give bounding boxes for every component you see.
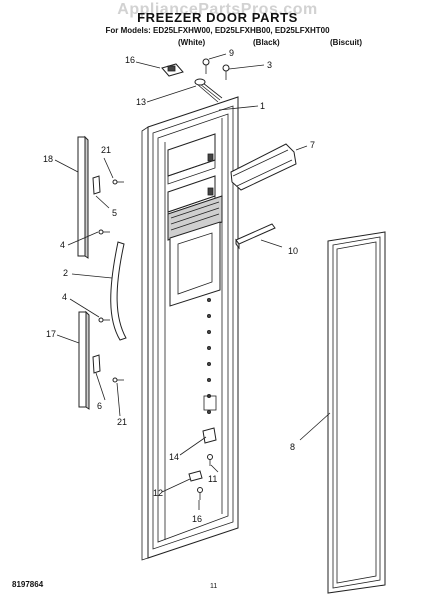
color-label-white: (White) <box>178 38 206 47</box>
callout-3: 3 <box>267 60 272 70</box>
dispenser-recess <box>167 195 223 307</box>
callout-4a: 4 <box>60 240 65 250</box>
callout-6: 7 <box>310 140 315 150</box>
callout-21a: 21 <box>101 145 111 155</box>
watermark: AppliancePartsPros.com <box>117 1 318 18</box>
left-handle-parts <box>77 135 127 410</box>
callout-16: 16 <box>125 55 135 65</box>
callout-9: 10 <box>288 246 298 256</box>
callout-12: 14 <box>169 452 179 462</box>
callout-21b: 21 <box>117 417 127 427</box>
callout-7: 9 <box>229 48 234 58</box>
callout-2: 2 <box>63 268 68 278</box>
color-label-biscuit: (Biscuit) <box>330 38 362 47</box>
doc-number: 8197864 <box>12 580 44 589</box>
page-number: 11 <box>210 583 218 590</box>
page-title: FREEZER DOOR PARTS <box>137 10 298 25</box>
callout-18: 18 <box>43 154 53 164</box>
callout-1: 1 <box>260 101 265 111</box>
callout-13: 16 <box>192 514 202 524</box>
door-shelves <box>167 133 216 221</box>
callout-8: 8 <box>290 442 295 452</box>
callout-5a: 5 <box>112 208 117 218</box>
door-hole-pattern <box>203 297 217 414</box>
leader-lines <box>54 53 331 510</box>
bottom-hinge-parts <box>188 427 217 500</box>
callout-17: 17 <box>46 329 56 339</box>
trim-bar <box>235 223 276 250</box>
callout-5b: 6 <box>97 401 102 411</box>
callout-10: 11 <box>208 474 217 484</box>
callouts: 16 9 3 13 1 7 18 21 5 4 10 2 4 17 6 21 8… <box>43 48 315 524</box>
door-bin <box>230 143 297 191</box>
color-label-black: (Black) <box>253 38 280 47</box>
callout-14: 12 <box>153 488 163 498</box>
door-gasket <box>327 231 386 594</box>
model-list: For Models: ED25LFXHW00, ED25LFXHB00, ED… <box>105 26 330 35</box>
callout-4b: 4 <box>62 292 67 302</box>
callout-11: 13 <box>136 97 146 107</box>
top-hinge-parts <box>161 58 230 103</box>
